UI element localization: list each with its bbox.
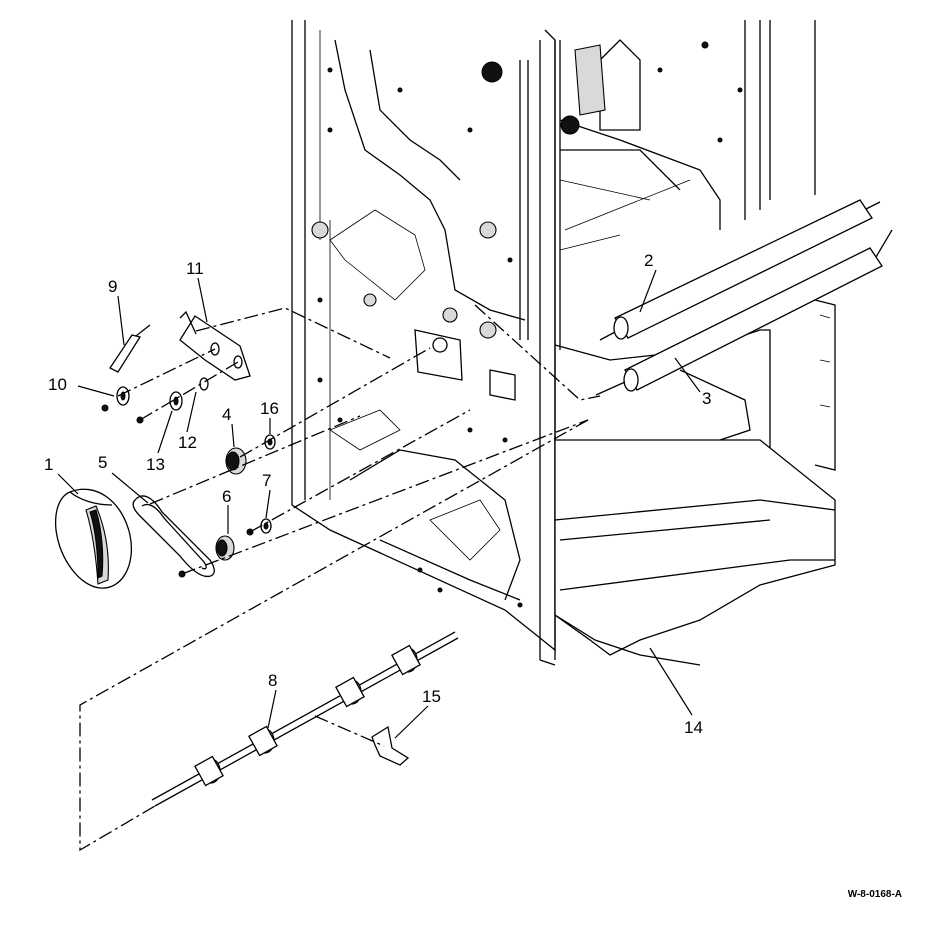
lever-9 bbox=[109, 324, 151, 373]
callout-13: 13 bbox=[146, 455, 165, 474]
callout-11: 11 bbox=[186, 259, 204, 278]
bracket-15 bbox=[371, 725, 410, 766]
assembly-lines bbox=[79, 304, 601, 852]
knob-1 bbox=[54, 488, 132, 589]
callout-3: 3 bbox=[702, 389, 711, 408]
gear-4 bbox=[225, 447, 247, 475]
callout-14: 14 bbox=[684, 718, 703, 737]
leader-lines bbox=[57, 269, 701, 739]
main-frame bbox=[291, 20, 836, 666]
callout-15: 15 bbox=[422, 687, 441, 706]
gear-6 bbox=[215, 535, 235, 561]
roller-3 bbox=[595, 229, 893, 396]
callout-4: 4 bbox=[222, 405, 231, 424]
bearing-10 bbox=[101, 386, 130, 412]
callout-7: 7 bbox=[262, 471, 271, 490]
callout-16: 16 bbox=[260, 399, 279, 418]
callout-12: 12 bbox=[178, 433, 197, 452]
callouts: 1 2 3 4 5 6 7 8 9 10 11 12 13 14 15 16 bbox=[44, 251, 711, 737]
roller-2 bbox=[599, 199, 881, 341]
callout-9: 9 bbox=[108, 277, 117, 296]
frame-holes bbox=[317, 41, 743, 608]
callout-8: 8 bbox=[268, 671, 277, 690]
diagram-id-label: W-8-0168-A bbox=[847, 889, 902, 900]
belt-5 bbox=[132, 495, 215, 578]
callout-6: 6 bbox=[222, 487, 231, 506]
callout-10: 10 bbox=[48, 375, 67, 394]
callout-2: 2 bbox=[644, 251, 653, 270]
callout-1: 1 bbox=[44, 455, 53, 474]
bracket-11 bbox=[179, 310, 251, 381]
callout-5: 5 bbox=[98, 453, 107, 472]
roller-shaft-8 bbox=[151, 631, 459, 807]
